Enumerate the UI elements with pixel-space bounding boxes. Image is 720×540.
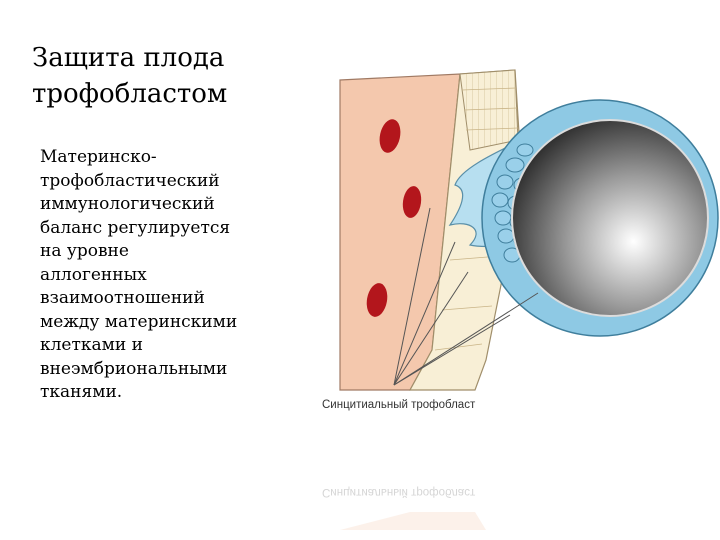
slide-body-text: Материнско- трофобластический иммунологи… (40, 147, 238, 402)
blood-cell (366, 283, 388, 317)
label-pointer-lines (393, 207, 539, 386)
syncytiotrophoblast-label: Синцитиальный трофобласт (322, 399, 476, 411)
blood-cell (402, 186, 422, 218)
label-reflection: Синцитиальный трофобласт (322, 486, 476, 498)
blastocyst-cavity (511, 119, 709, 317)
slide-title: Защита плода трофобластом (32, 43, 228, 109)
implantation-diagram: Синцитиальный трофобласт Синцитиальный т… (310, 60, 720, 540)
diagram-reflection (340, 512, 486, 530)
blood-cell (379, 119, 401, 153)
svg-text:Синцитиальный трофобласт: Синцитиальный трофобласт (322, 486, 476, 498)
